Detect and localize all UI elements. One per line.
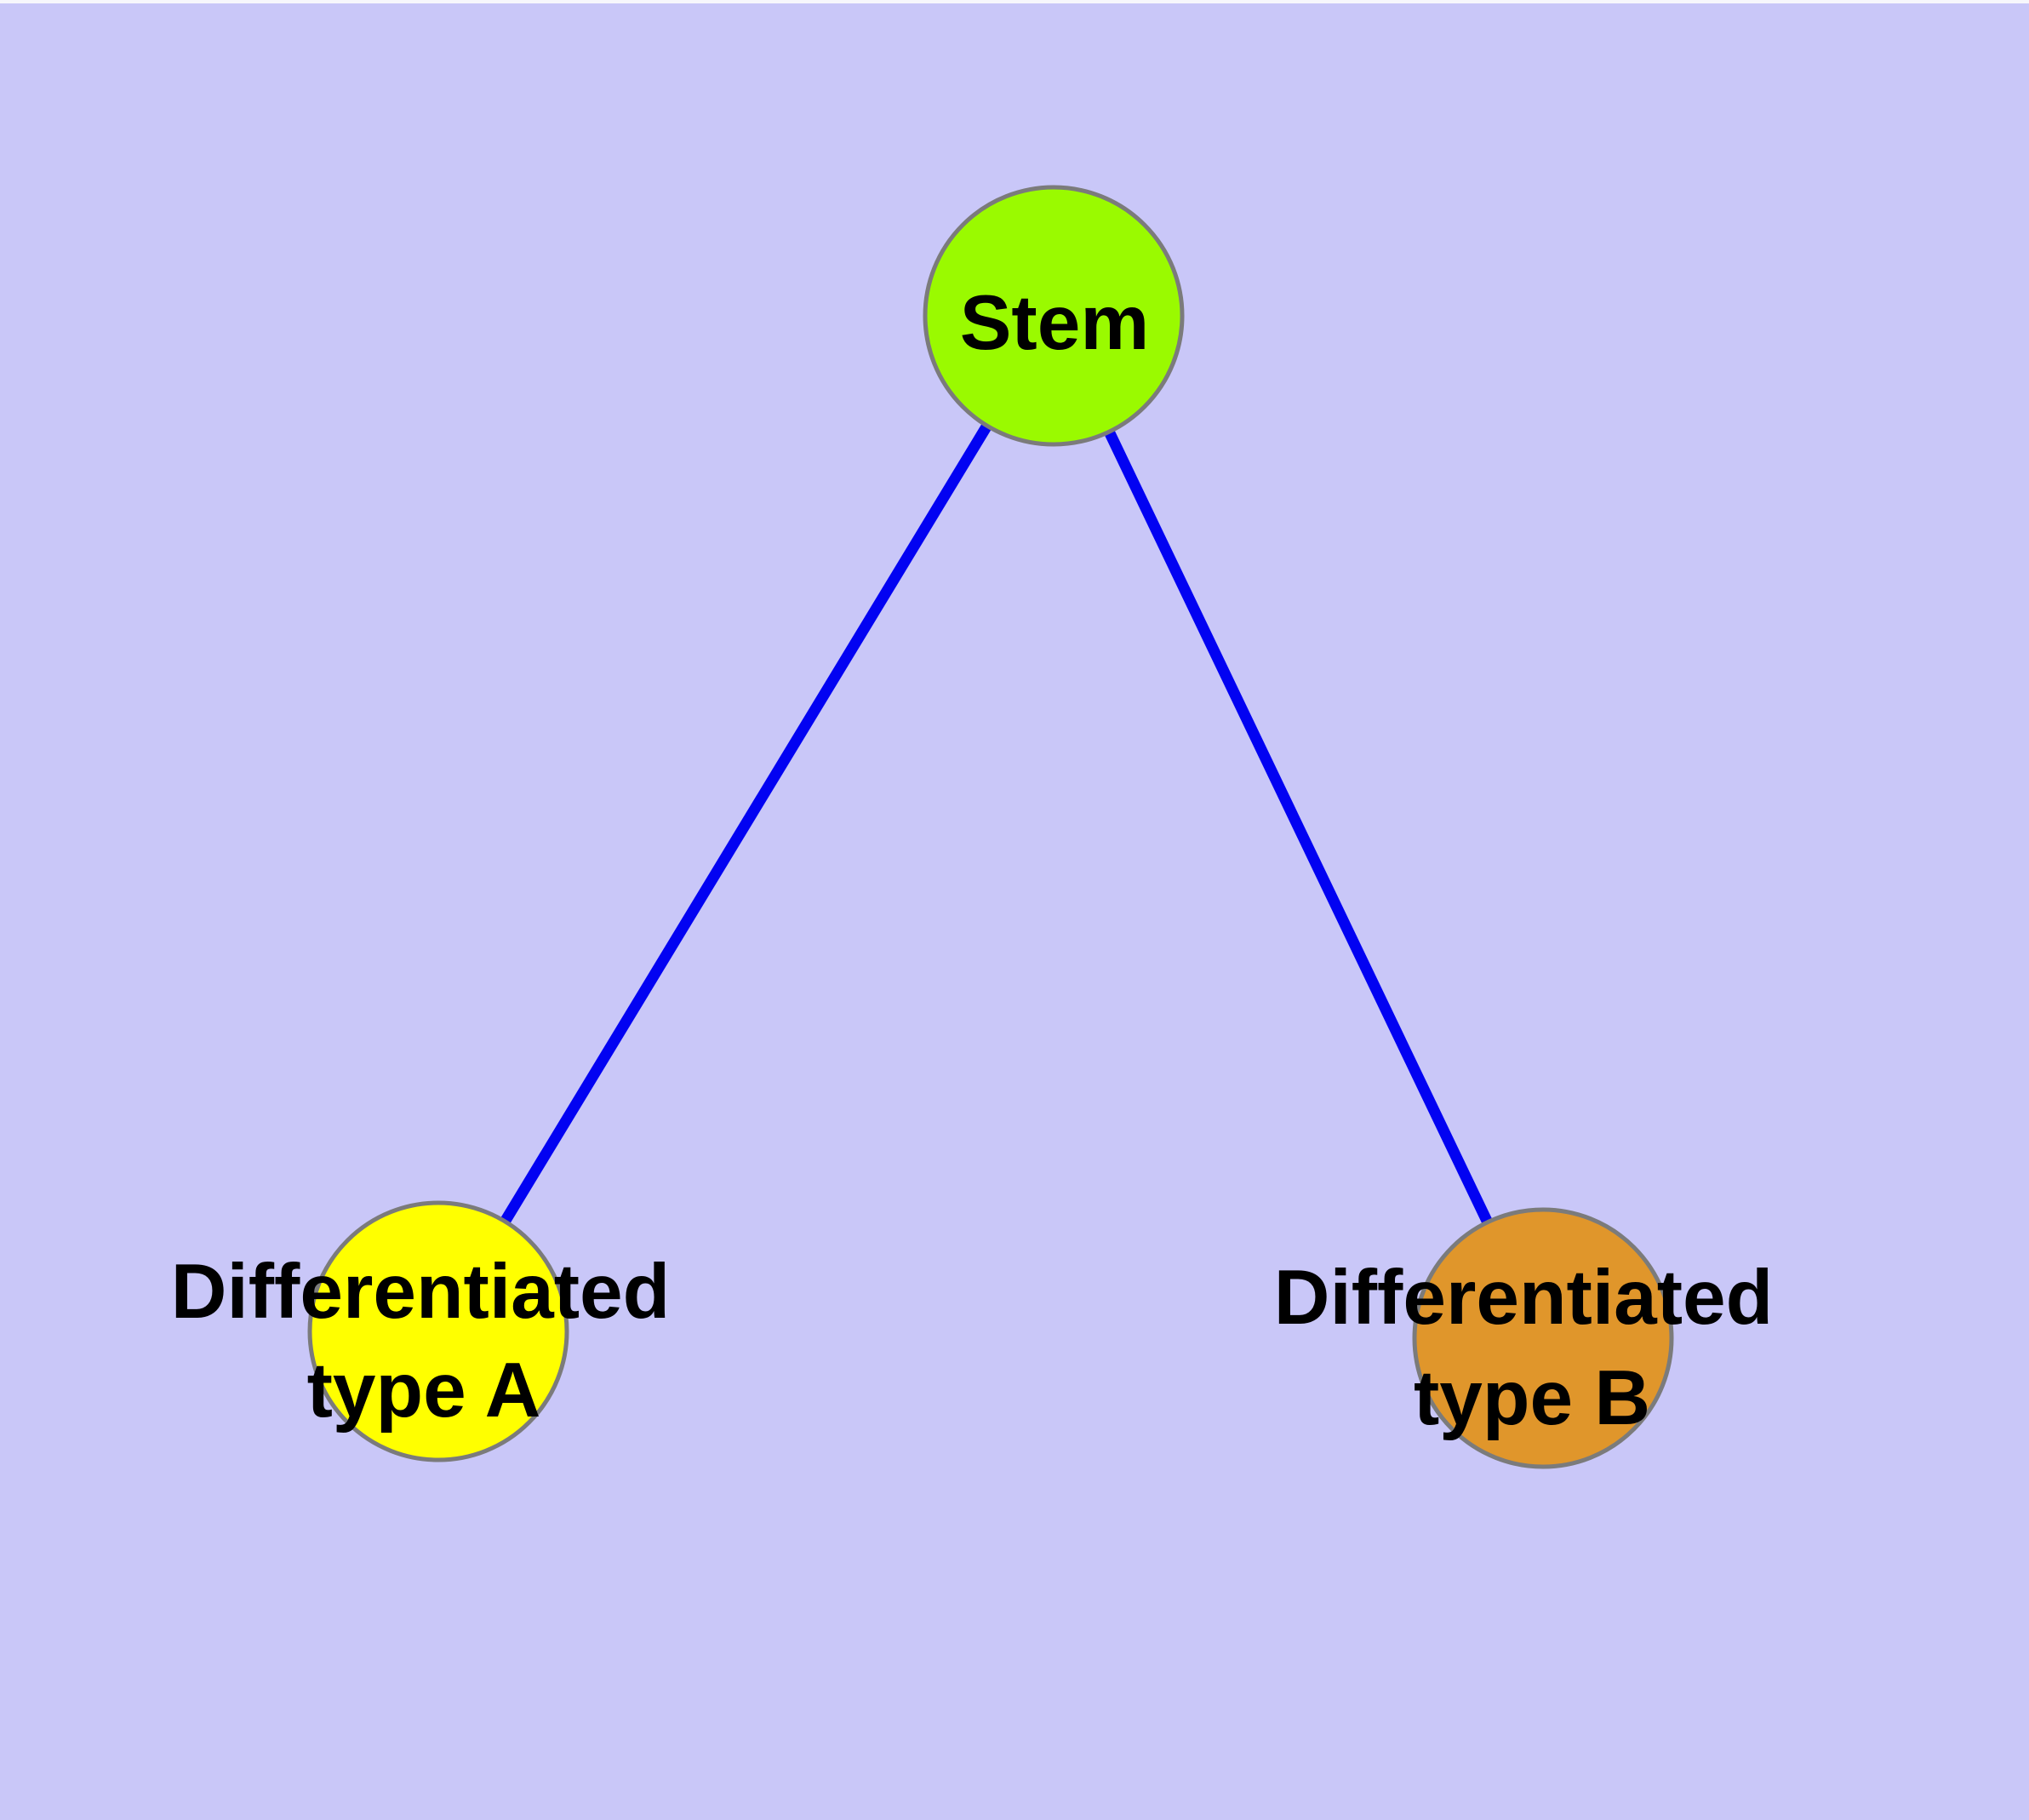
edge-stem-to-type-a [433,312,1059,1335]
node-label-type-b-line1: Differentiated [1274,1255,1774,1341]
node-label-stem: Stem [960,280,1150,366]
node-differentiated-type-b [1412,1207,1674,1469]
node-label-type-a-line2: type A [307,1348,541,1434]
node-label-type-b-line2: type B [1414,1355,1650,1441]
node-differentiated-type-a [307,1200,569,1462]
top-margin-strip [0,0,2029,3]
edge-stem-to-type-b [1049,313,1548,1341]
node-stem [923,185,1185,447]
node-label-type-a-line1: Differentiated [171,1249,671,1335]
